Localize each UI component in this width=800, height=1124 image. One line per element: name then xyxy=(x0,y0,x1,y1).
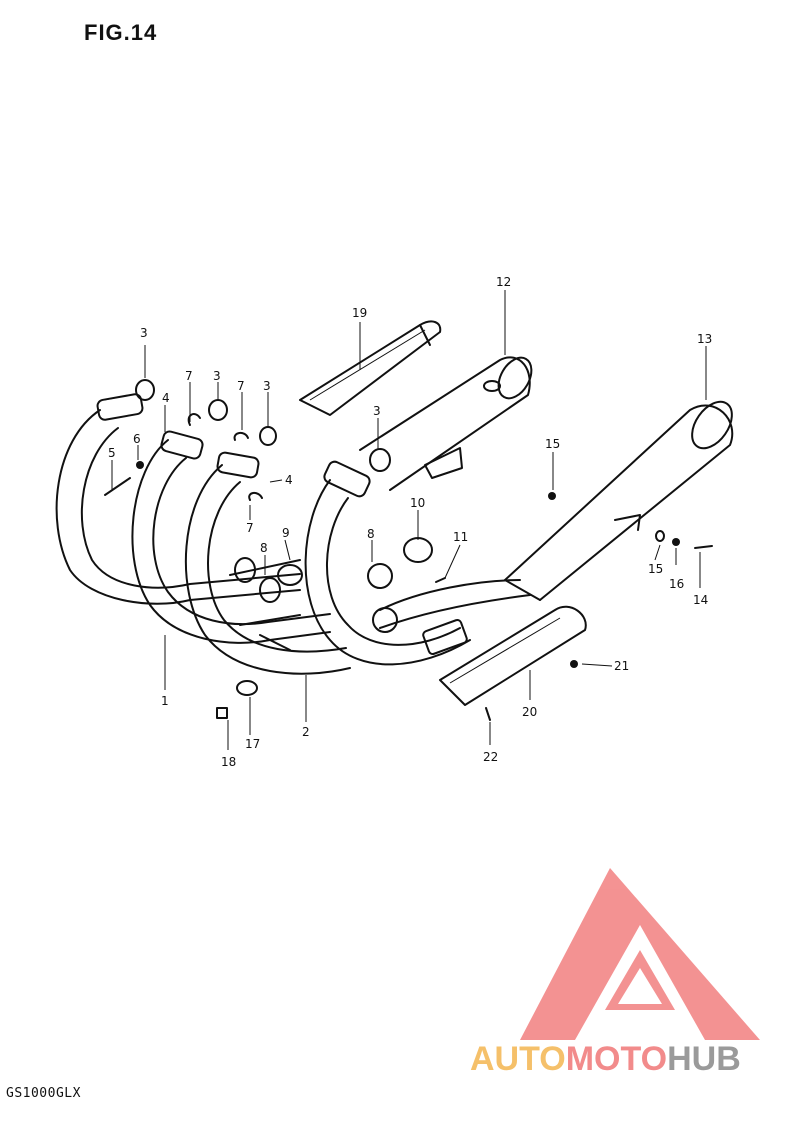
collector xyxy=(229,557,531,655)
hardware xyxy=(104,379,713,721)
callout-4: 4 xyxy=(285,473,293,487)
callout-labels: 3 19 12 13 7 3 7 3 4 6 5 3 15 4 7 9 8 8 … xyxy=(108,275,712,769)
figure-title: FIG.14 xyxy=(84,20,158,45)
callout-18: 18 xyxy=(221,755,236,769)
callout-12: 12 xyxy=(496,275,511,289)
watermark-part-3: HUB xyxy=(667,1040,741,1078)
callout-17: 17 xyxy=(245,737,260,751)
callout-8: 8 xyxy=(260,541,268,555)
callout-10: 10 xyxy=(410,496,425,510)
callout-2: 2 xyxy=(302,725,310,739)
callout-7: 7 xyxy=(246,521,254,535)
callout-15: 15 xyxy=(545,437,560,451)
callout-3: 3 xyxy=(373,404,381,418)
callout-11: 11 xyxy=(453,530,468,544)
callout-14: 14 xyxy=(693,593,708,607)
callout-20: 20 xyxy=(522,705,537,719)
watermark-part-1: AUTO xyxy=(470,1040,566,1078)
callout-15: 15 xyxy=(648,562,663,576)
callout-7: 7 xyxy=(237,379,245,393)
exhaust-pipe-3 xyxy=(184,451,351,675)
callout-13: 13 xyxy=(697,332,712,346)
callout-22: 22 xyxy=(483,750,498,764)
muffler-13 xyxy=(504,400,734,601)
callout-6: 6 xyxy=(133,432,141,446)
muffler-12 xyxy=(359,356,533,491)
callout-9: 9 xyxy=(282,526,290,540)
callout-21: 21 xyxy=(614,659,629,673)
exhaust-pipe-1 xyxy=(55,393,301,605)
callout-16: 16 xyxy=(669,577,684,591)
heat-shield-19 xyxy=(299,320,442,416)
callout-4: 4 xyxy=(162,391,170,405)
callout-5: 5 xyxy=(108,446,116,460)
exhaust-pipe-4 xyxy=(304,460,471,666)
leader-lines xyxy=(111,290,707,750)
model-code: GS1000GLX xyxy=(6,1086,81,1101)
heat-shield-20 xyxy=(439,605,587,706)
callout-19: 19 xyxy=(352,306,367,320)
logo-shape xyxy=(520,868,760,1040)
callout-1: 1 xyxy=(161,694,169,708)
watermark-logo xyxy=(520,868,760,1040)
callout-8: 8 xyxy=(367,527,375,541)
callout-7: 7 xyxy=(185,369,193,383)
callout-3: 3 xyxy=(263,379,271,393)
callout-3: 3 xyxy=(213,369,221,383)
exhaust-pipe-2 xyxy=(131,430,331,644)
watermark-text: AUTOMOTOHUB xyxy=(470,1040,741,1079)
callout-3: 3 xyxy=(140,326,148,340)
watermark-part-2: MOTO xyxy=(565,1040,668,1078)
